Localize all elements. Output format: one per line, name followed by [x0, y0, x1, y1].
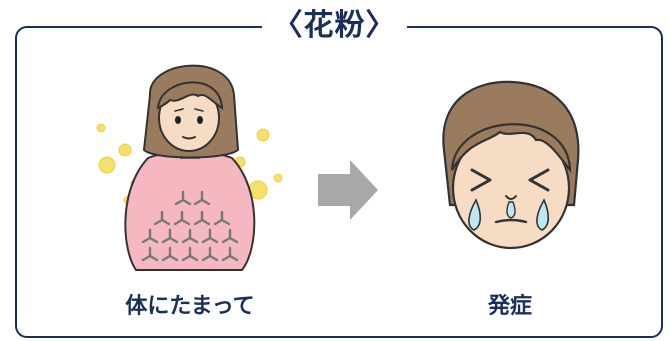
- left-illustration: [96, 64, 283, 271]
- right-illustration: [442, 80, 580, 250]
- tear-right-icon: [536, 198, 550, 231]
- diagram-title: 〈花粉〉: [262, 8, 407, 44]
- runny-nose: [506, 201, 516, 219]
- accumulated-pollen-pattern: [141, 190, 239, 262]
- tear-left-icon: [468, 198, 482, 231]
- woman-bangs: [156, 81, 224, 110]
- right-arrow-icon: [318, 160, 378, 220]
- face-bangs: [450, 123, 572, 174]
- caption-onset: 発症: [487, 294, 532, 319]
- caption-accumulate: 体にたまって: [125, 294, 255, 319]
